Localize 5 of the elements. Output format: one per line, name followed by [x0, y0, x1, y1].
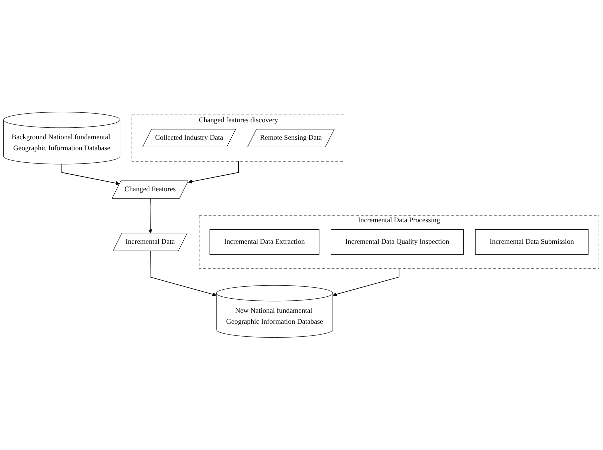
arrow	[62, 164, 120, 186]
arrow	[332, 268, 400, 297]
arrow	[188, 161, 240, 184]
arrow	[150, 251, 217, 297]
arrow	[148, 198, 153, 234]
